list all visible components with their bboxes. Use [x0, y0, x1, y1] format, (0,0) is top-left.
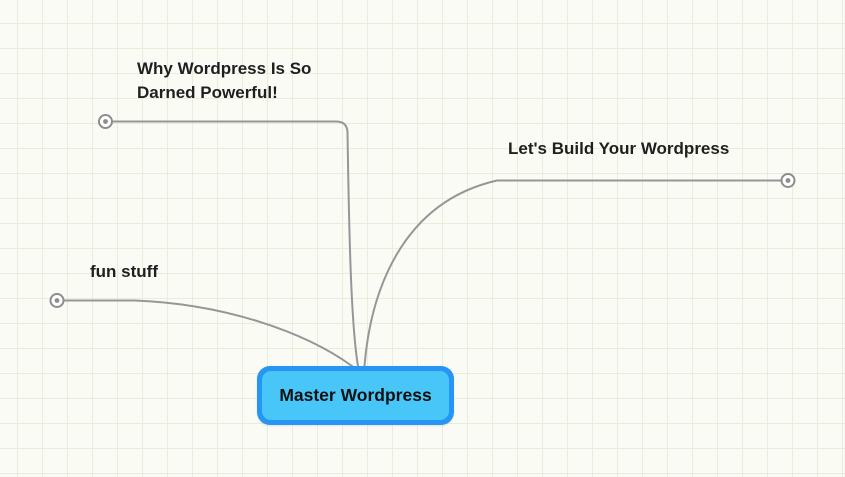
branch-label-why-wordpress[interactable]: Why Wordpress Is So Darned Powerful!	[137, 59, 312, 102]
connector-fun-stuff	[63, 299, 353, 367]
branch-endpoint-icon-why-wordpress[interactable]	[98, 114, 113, 129]
root-node-label: Master Wordpress	[279, 385, 432, 405]
branch-label-fun-stuff[interactable]: fun stuff	[90, 262, 158, 281]
connector-why-wordpress	[112, 120, 359, 367]
root-node-body: Master Wordpress	[262, 371, 449, 420]
branch-endpoint-icon-fun-stuff[interactable]	[49, 293, 65, 308]
branch-endpoint-icon-lets-build[interactable]	[780, 173, 796, 188]
root-node[interactable]: Master Wordpress	[257, 366, 454, 425]
branch-label-lets-build[interactable]: Let's Build Your Wordpress	[508, 139, 730, 158]
connector-lets-build	[363, 179, 782, 367]
